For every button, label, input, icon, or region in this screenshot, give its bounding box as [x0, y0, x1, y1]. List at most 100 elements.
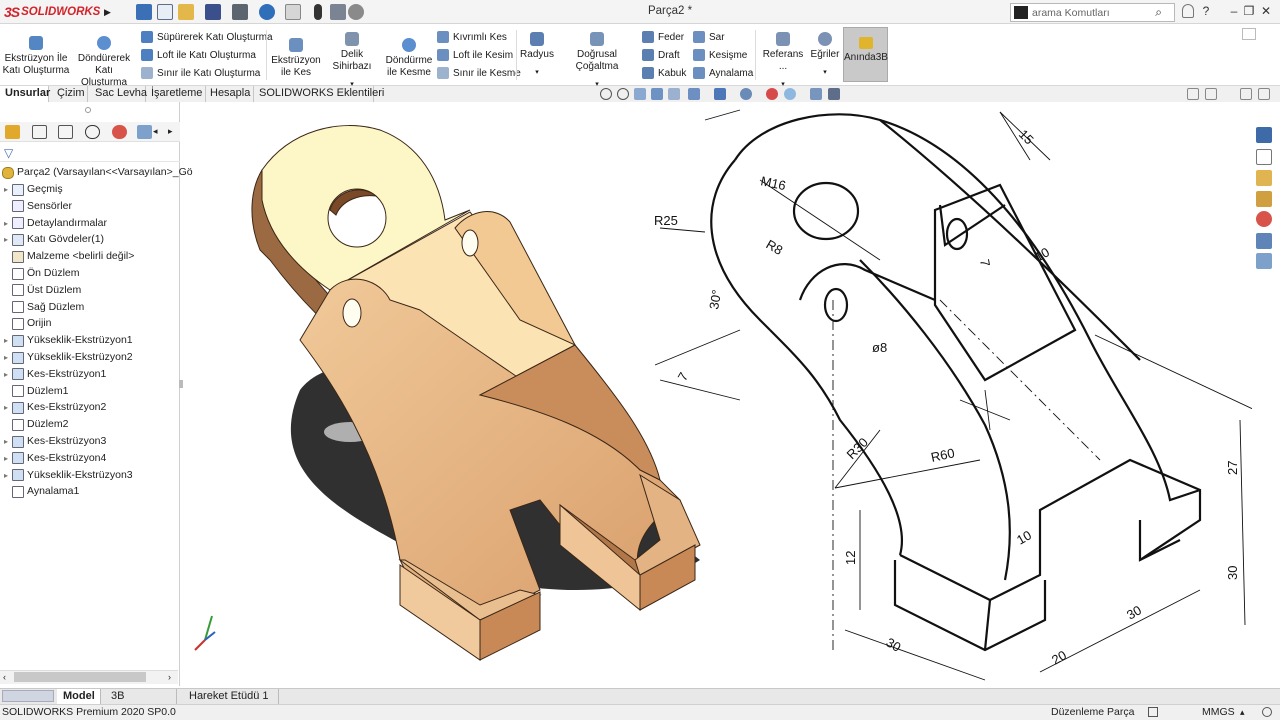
home-icon[interactable]	[136, 4, 152, 20]
dropdown-arrow-icon[interactable]: ▾	[350, 81, 354, 88]
restore-button[interactable]: ❐	[1243, 4, 1255, 18]
open-icon[interactable]	[178, 4, 194, 20]
tree-filter-bar[interactable]: ▽	[0, 144, 180, 162]
solidworks-logo[interactable]: 3S SOLIDWORKS	[4, 3, 100, 21]
tab-scroll-right-icon[interactable]: ▸	[168, 126, 173, 136]
tree-item[interactable]: ▸Kes-Ekstrüzyon3	[0, 433, 106, 450]
revolved-boss-button[interactable]: Döndürerek Katı Oluşturma	[71, 36, 137, 89]
draft-button[interactable]: Draft	[642, 49, 680, 61]
print-icon[interactable]	[232, 4, 248, 20]
feature-manager-tab-icon[interactable]	[5, 125, 20, 139]
fillet-button[interactable]: Radyus ▾	[519, 32, 555, 79]
tree-item[interactable]: Düzlem2	[0, 416, 68, 433]
tree-item[interactable]: ▸Detaylandırmalar	[0, 215, 107, 232]
scroll-left-icon[interactable]: ‹	[3, 672, 6, 682]
tab-addins[interactable]: SOLIDWORKS Eklentileri	[254, 86, 384, 102]
dropdown-arrow-icon[interactable]: ▾	[595, 81, 599, 88]
hide-show-icon[interactable]	[740, 88, 752, 100]
property-manager-tab-icon[interactable]	[32, 125, 47, 139]
expand-arrow-icon[interactable]: ▸	[3, 235, 8, 245]
view-orientation-icon[interactable]	[688, 88, 700, 100]
undo-icon[interactable]	[259, 4, 275, 20]
tree-item[interactable]: ▸Yükseklik-Ekstrüzyon3	[0, 467, 133, 484]
expand-arrow-icon[interactable]: ▸	[3, 437, 8, 446]
view-settings-icon[interactable]	[810, 88, 822, 100]
units-dropdown-icon[interactable]: ▴	[1240, 707, 1245, 717]
design-library-icon[interactable]	[1256, 149, 1272, 165]
3d-part-model[interactable]	[251, 125, 701, 661]
intersect-button[interactable]: Kesişme	[693, 49, 747, 61]
viewport-close-icon[interactable]	[1258, 88, 1270, 100]
select-icon[interactable]	[285, 4, 301, 20]
tab-markup[interactable]: İşaretleme	[146, 86, 206, 102]
reference-geometry-button[interactable]: Referans ... ▾	[758, 32, 808, 91]
rib-button[interactable]: Feder	[642, 31, 684, 43]
swept-cut-button[interactable]: Kıvrımlı Kes	[437, 31, 507, 43]
lofted-boss-button[interactable]: Loft ile Katı Oluşturma	[141, 49, 256, 61]
viewport-restore-icon[interactable]	[1205, 88, 1217, 100]
previous-view-icon[interactable]	[634, 88, 646, 100]
display-manager-tab-icon[interactable]	[112, 125, 127, 139]
viewport-minimize-icon[interactable]	[1187, 88, 1199, 100]
configuration-manager-tab-icon[interactable]	[58, 125, 73, 139]
curves-button[interactable]: Eğriler ▾	[808, 32, 842, 79]
extruded-boss-button[interactable]: Ekstrüzyon İle Katı Oluşturma	[2, 36, 70, 77]
search-input[interactable]: arama Komutları	[1032, 6, 1110, 19]
scroll-right-icon[interactable]: ›	[168, 672, 171, 682]
status-units[interactable]: MMGS	[1202, 706, 1235, 718]
expand-arrow-icon[interactable]: ▸	[3, 369, 8, 379]
collapse-handle[interactable]	[85, 107, 91, 113]
mirror-button[interactable]: Aynalama	[693, 67, 753, 79]
tab-sheet-metal[interactable]: Sac Levha	[90, 86, 147, 102]
search-icon[interactable]: ⌕	[1155, 5, 1162, 19]
extra-tab-icon[interactable]	[137, 125, 152, 139]
graphics-area[interactable]: 15 M16 R25 R8 7 10 30° ø8 7 R30 R60 27 1…	[182, 102, 1252, 688]
scrollbar-thumb[interactable]	[14, 672, 146, 682]
zoom-to-fit-icon[interactable]	[600, 88, 612, 100]
tree-item[interactable]: ▸Katı Gövdeler(1)	[0, 231, 104, 248]
tree-item[interactable]: Orijin	[0, 315, 52, 332]
display-style-icon[interactable]	[714, 88, 726, 100]
rebuild-icon[interactable]	[314, 4, 322, 20]
tab-sketch[interactable]: Çizim	[52, 86, 88, 102]
tree-item[interactable]: ▸Yükseklik-Ekstrüzyon2	[0, 349, 133, 366]
hole-wizard-button[interactable]: Delik Sihirbazı ▾	[322, 32, 382, 91]
status-help-icon[interactable]	[1262, 707, 1272, 717]
boundary-cut-button[interactable]: Sınır ile Kesme	[437, 67, 521, 79]
ribbon-options-icon[interactable]	[1242, 28, 1256, 40]
custom-properties-icon[interactable]	[1256, 233, 1272, 249]
view-palette-icon[interactable]	[1256, 191, 1272, 207]
expand-arrow-icon[interactable]: ▸	[3, 336, 8, 346]
viewport-tile-icon[interactable]	[1240, 88, 1252, 100]
tree-item[interactable]: Ön Düzlem	[0, 265, 80, 282]
rebuild-status-icon[interactable]	[1148, 707, 1158, 717]
expand-arrow-icon[interactable]: ▸	[3, 403, 8, 413]
expand-arrow-icon[interactable]: ▸	[3, 218, 8, 228]
tab-scroll-left-icon[interactable]: ◂	[153, 126, 158, 136]
tree-item[interactable]: Düzlem1	[0, 383, 68, 400]
help-button[interactable]: ?	[1202, 4, 1210, 18]
dropdown-arrow-icon[interactable]: ▾	[781, 81, 785, 88]
swept-boss-button[interactable]: Süpürerek Katı Oluşturma	[141, 31, 273, 43]
expand-arrow-icon[interactable]: ▸	[3, 185, 8, 194]
expand-arrow-icon[interactable]: ▸	[3, 453, 8, 463]
linear-pattern-button[interactable]: Doğrusal Çoğaltma ▾	[557, 32, 637, 91]
expand-arrow-icon[interactable]: ▸	[3, 470, 8, 480]
expand-arrow-icon[interactable]: ▸	[3, 353, 8, 362]
menu-arrow-icon[interactable]: ▶	[104, 7, 111, 17]
tab-model[interactable]: Model	[57, 689, 101, 704]
apply-scene-icon[interactable]	[784, 88, 796, 100]
tree-item[interactable]: ▸Yükseklik-Ekstrüzyon1	[0, 332, 133, 349]
tree-item[interactable]: ▸Kes-Ekstrüzyon4	[0, 450, 106, 467]
dynamic-annotation-icon[interactable]	[668, 88, 680, 100]
tree-item[interactable]: ▸Kes-Ekstrüzyon1	[0, 366, 106, 383]
tree-root[interactable]: Parça2 (Varsayılan<<Varsayılan>_Gö	[2, 164, 193, 181]
tab-motion-study[interactable]: Hareket Etüdü 1	[183, 689, 279, 704]
tree-item[interactable]: Sensörler	[0, 198, 72, 215]
section-view-icon[interactable]	[651, 88, 663, 100]
minimize-button[interactable]: –	[1230, 4, 1238, 18]
tree-item[interactable]: Sağ Düzlem	[0, 299, 84, 316]
zoom-to-area-icon[interactable]	[617, 88, 629, 100]
save-icon[interactable]	[205, 4, 221, 20]
extruded-cut-button[interactable]: Ekstrüzyon ile Kes	[270, 38, 322, 79]
